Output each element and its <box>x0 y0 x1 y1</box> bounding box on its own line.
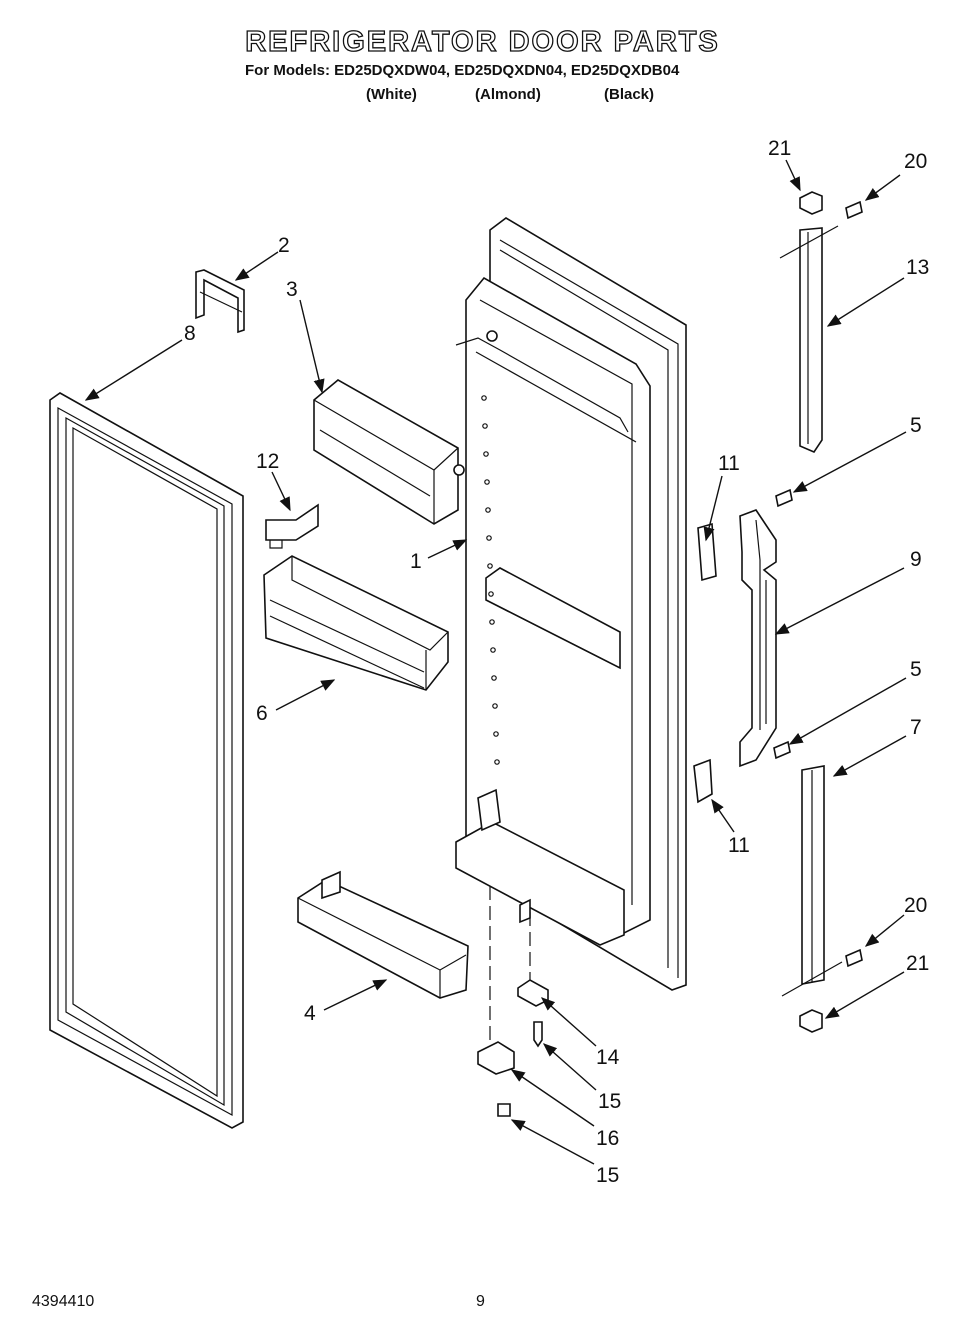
callout-9: 9 <box>910 548 922 571</box>
callout-8: 8 <box>184 322 196 345</box>
shelf-cover-part-3 <box>313 379 465 525</box>
page-number: 9 <box>476 1293 485 1310</box>
variant-almond: (Almond) <box>475 86 541 103</box>
bracket-part-2 <box>195 269 245 334</box>
door-handle-part-9 <box>739 509 777 768</box>
callout-14: 14 <box>596 1046 620 1069</box>
callout-21-bottom: 21 <box>906 952 929 975</box>
callout-16: 16 <box>596 1127 619 1150</box>
lower-bin-part-4 <box>297 870 469 999</box>
lower-trim-part-7 <box>781 765 843 997</box>
callout-labels: 21 20 2 13 3 8 5 12 11 1 9 6 5 7 11 20 2… <box>184 137 929 1187</box>
callout-15-upper: 15 <box>598 1090 621 1113</box>
callout-20-bottom: 20 <box>904 894 927 917</box>
end-cap-part-21-upper <box>799 191 823 215</box>
callout-5-upper: 5 <box>910 414 922 437</box>
callout-21-top: 21 <box>768 137 791 160</box>
door-bin-part-6 <box>263 555 449 691</box>
callout-11-lower: 11 <box>728 834 750 857</box>
callout-15-lower: 15 <box>596 1164 619 1187</box>
callout-11-upper: 11 <box>718 452 740 475</box>
callout-6: 6 <box>256 702 268 725</box>
callout-12: 12 <box>256 450 279 473</box>
callout-5-lower: 5 <box>910 658 922 681</box>
callout-7: 7 <box>910 716 922 739</box>
screw-part-5-lower <box>773 740 791 760</box>
screw-part-5-upper <box>775 488 793 508</box>
upper-trim-part-13 <box>779 225 839 453</box>
models-line: For Models: ED25DQXDW04, ED25DQXDN04, ED… <box>245 62 680 79</box>
end-cap-part-21-lower <box>799 1009 823 1033</box>
callout-4: 4 <box>304 1002 316 1025</box>
hinge-parts <box>477 886 549 1117</box>
variant-white: (White) <box>366 86 417 103</box>
document-number: 4394410 <box>32 1293 95 1310</box>
callout-3: 3 <box>286 278 298 301</box>
spacer-part-11-lower <box>693 758 713 804</box>
callout-13: 13 <box>906 256 929 279</box>
spacer-part-11-upper <box>697 522 717 582</box>
callout-2: 2 <box>278 234 290 257</box>
leader-lines <box>84 159 907 1165</box>
callout-1: 1 <box>410 550 422 573</box>
screw-part-20-lower <box>845 948 863 968</box>
inner-door-liner-part-1 <box>455 217 687 991</box>
screw-part-20-upper <box>845 200 863 220</box>
page-title: REFRIGERATOR DOOR PARTS <box>245 25 720 58</box>
door-gasket-part-8 <box>49 392 244 1129</box>
variant-black: (Black) <box>604 86 655 103</box>
clip-part-12 <box>265 503 319 549</box>
callout-20-top: 20 <box>904 150 927 173</box>
